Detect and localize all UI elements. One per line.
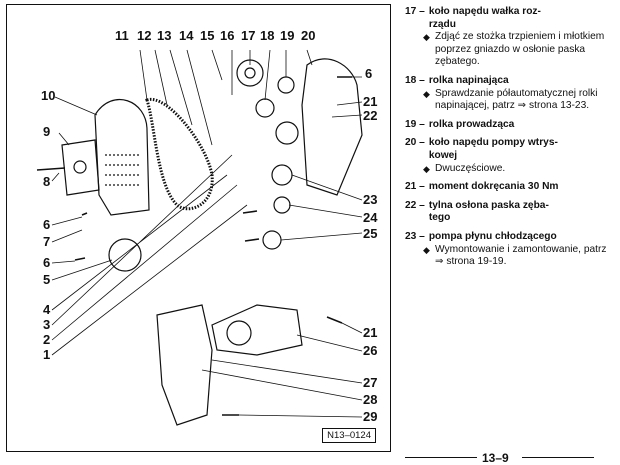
legend-note: ◆ Wymontowanie i zamontowanie, patrz ⇒ st…	[423, 244, 615, 269]
legend-note: ◆ Dwuczęściowe.	[423, 163, 615, 176]
legend-entry-title: 19 –rolka prowadząca	[405, 119, 615, 132]
toothed-belt	[145, 97, 214, 211]
cover-plate	[108, 238, 142, 272]
legend-entry: 18 –rolka napinająca◆Sprawdzanie półauto…	[405, 75, 615, 113]
callout-27: 27	[363, 375, 378, 390]
legend-entry-number: 17 –	[405, 6, 425, 17]
callout-18: 18	[260, 28, 275, 43]
timing-belt-drawing	[36, 49, 363, 426]
callout-8: 8	[43, 174, 51, 189]
legend-entry-text: moment dokręcania 30 Nm	[428, 181, 559, 193]
pump-bracket	[156, 304, 213, 426]
callout-6-low: 6	[43, 255, 51, 270]
legend-entry: 17 –koło napędu wałka roz- rządu◆Zdjąć z…	[405, 6, 615, 69]
diamond-bullet-icon: ◆	[423, 163, 430, 174]
callout-12: 12	[137, 28, 152, 43]
front-belt-cover	[94, 98, 150, 216]
callout-11: 11	[115, 28, 129, 43]
callout-16: 16	[220, 28, 235, 43]
diamond-bullet-icon: ◆	[423, 32, 430, 43]
legend-entry-number: 22 –	[405, 199, 425, 211]
callout-13: 13	[157, 28, 172, 43]
legend-entry-title: 18 –rolka napinająca	[405, 75, 615, 88]
legend-note: ◆ Zdjąć ze stożka trzpieniem i młotkiem p…	[423, 31, 615, 69]
callout-19: 19	[280, 28, 295, 43]
legend-entry: 23 –pompa płynu chłodzącego◆Wymontowanie…	[405, 231, 615, 269]
callout-23: 23	[363, 192, 378, 207]
coolant-pump	[271, 164, 293, 186]
callout-5: 5	[43, 272, 51, 287]
exploded-view-figure: 11 12 13 14 15 16 17 18 19 20 6 10 21 22…	[6, 4, 391, 452]
callout-6-right: 6	[365, 66, 373, 81]
injection-pump	[211, 304, 303, 356]
callout-24: 24	[363, 210, 378, 225]
diamond-bullet-icon: ◆	[423, 88, 430, 99]
legend-note-text: Wymontowanie i zamontowanie, patrz ⇒ str…	[435, 243, 607, 268]
callout-25: 25	[363, 226, 378, 241]
legend-entry: 19 –rolka prowadząca	[405, 119, 615, 132]
callout-28: 28	[363, 392, 378, 407]
legend-entry: 20 –koło napędu pompy wtrys- kowej◆Dwucz…	[405, 137, 615, 175]
legend-entry-text: pompa płynu chłodzącego	[428, 230, 557, 242]
legend-entry-title: 23 –pompa płynu chłodzącego	[405, 231, 615, 244]
callout-22: 22	[363, 108, 378, 123]
callout-7: 7	[43, 234, 51, 249]
legend-entry-title: 20 –koło napędu pompy wtrys- kowej	[405, 137, 615, 162]
guide-roller	[277, 76, 295, 94]
legend-entry-title: 21 –moment dokręcania 30 Nm	[405, 181, 615, 194]
legend-entry: 22 –tylna osłona paska zęba- tego	[405, 200, 615, 225]
legend-entry-number: 20 –	[405, 137, 425, 149]
rear-belt-cover	[301, 58, 363, 196]
callout-26: 26	[363, 343, 378, 358]
legend-note-text: Dwuczęściowe.	[435, 162, 506, 174]
page-number: 13–9	[482, 451, 509, 465]
legend-entry-text: rolka napinająca	[428, 74, 509, 86]
callout-17: 17	[241, 28, 256, 43]
footer-rule-right	[522, 457, 594, 458]
figure-id-label: N13–0124	[322, 428, 376, 443]
legend-entry-number: 18 –	[405, 74, 425, 86]
callout-21-top: 21	[363, 94, 378, 109]
legend-note-text: Zdjąć ze stożka trzpieniem i młotkiem po…	[435, 31, 605, 68]
callout-20: 20	[301, 28, 316, 43]
callout-10: 10	[41, 88, 56, 103]
legend-entry-text: rolka prowadząca	[428, 118, 515, 130]
diamond-bullet-icon: ◆	[423, 244, 430, 255]
callout-15: 15	[200, 28, 215, 43]
callout-4: 4	[43, 302, 51, 317]
callout-3: 3	[43, 317, 51, 332]
legend-entry-title: 17 –koło napędu wałka roz- rządu	[405, 6, 615, 31]
callout-29: 29	[363, 409, 378, 424]
legend-entry-number: 23 –	[405, 230, 425, 242]
callout-6-mid: 6	[43, 217, 51, 232]
legend-entry: 21 –moment dokręcania 30 Nm	[405, 181, 615, 194]
legend-entry-number: 19 –	[405, 118, 425, 130]
callout-14: 14	[179, 28, 194, 43]
legend-entry-number: 21 –	[405, 181, 425, 193]
tension-roller	[255, 98, 275, 118]
legend-note-text: Sprawdzanie półautomatycznej rolki napin…	[435, 87, 598, 112]
engine-mount	[61, 139, 100, 196]
legend-entry-text: koło napędu pompy wtrys- kowej	[428, 137, 558, 161]
callout-21-low: 21	[363, 325, 378, 340]
callout-2: 2	[43, 332, 51, 347]
callout-1: 1	[43, 347, 51, 362]
injection-pump-sprocket	[275, 121, 299, 145]
legend-note: ◆ Sprawdzanie półautomatycznej rolki napi…	[423, 88, 615, 113]
callout-9: 9	[43, 124, 51, 139]
parts-legend: 17 –koło napędu wałka roz- rządu◆Zdjąć z…	[405, 6, 615, 275]
legend-entry-title: 22 –tylna osłona paska zęba- tego	[405, 200, 615, 225]
legend-entry-text: koło napędu wałka roz- rządu	[428, 6, 541, 30]
footer-rule-left	[405, 457, 477, 458]
legend-entry-text: tylna osłona paska zęba- tego	[428, 199, 549, 224]
